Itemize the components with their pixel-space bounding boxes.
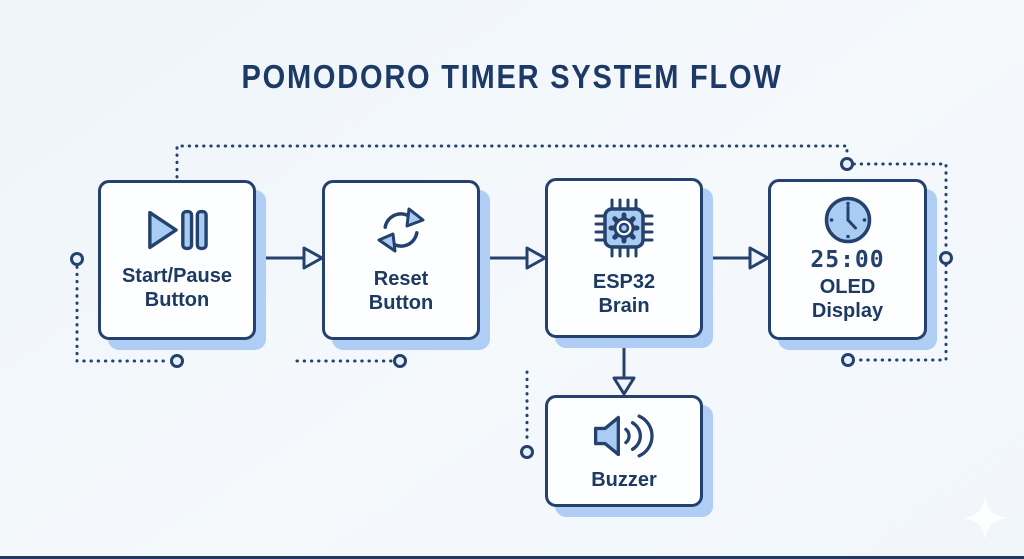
node-dot	[841, 353, 855, 367]
node-dot	[939, 251, 953, 265]
bottom-border-line	[0, 556, 1024, 559]
node-label-line: Button	[368, 292, 434, 314]
clock-icon	[822, 194, 874, 246]
page-title: POMODORO TIMER SYSTEM FLOW	[241, 58, 783, 95]
node-esp32-brain: ESP32 Brain	[545, 178, 703, 338]
node-label-line: ESP32	[592, 271, 656, 294]
node-dot	[840, 157, 854, 171]
connector-node-dots	[70, 157, 953, 459]
node-dot	[393, 354, 407, 368]
node-label-line: Start/Pause	[121, 265, 233, 288]
node-label-line: OLED	[819, 276, 876, 299]
node-label-line: Buzzer	[591, 468, 657, 491]
arrowhead-right-icon	[302, 246, 324, 270]
node-dot	[70, 252, 84, 266]
oled-screen-value: 25:00	[810, 247, 885, 273]
node-label-line: Display	[811, 299, 884, 322]
play-pause-icon	[145, 207, 209, 253]
solid-arrow-lines	[257, 256, 750, 378]
node-label-line: Brain	[598, 295, 650, 317]
arrowhead-right-icon	[525, 246, 547, 270]
node-dot	[170, 354, 184, 368]
sparkle-icon	[963, 496, 1007, 540]
arrowhead-right-icon	[748, 246, 770, 270]
dotted-right-bracket-upper	[852, 162, 948, 253]
chip-gear-icon	[593, 197, 655, 259]
node-start-pause-button: Start/Pause Button	[98, 180, 256, 340]
dotted-right-bracket-lower	[853, 263, 948, 362]
dotted-left-stub	[75, 265, 171, 363]
node-label-line: Reset	[373, 268, 429, 291]
dotted-top-feedback-line	[175, 144, 849, 179]
node-oled-display: 25:00 OLED Display	[768, 179, 927, 340]
dotted-feedback-paths	[75, 144, 948, 446]
arrowhead-down-icon	[612, 376, 636, 396]
node-label-line: Button	[144, 289, 210, 311]
node-dot	[520, 445, 534, 459]
reset-arrows-icon	[375, 204, 427, 256]
node-reset-button: Reset Button	[322, 180, 480, 340]
speaker-icon	[589, 410, 659, 462]
arrowheads	[302, 246, 770, 396]
node-buzzer: Buzzer	[545, 395, 703, 507]
